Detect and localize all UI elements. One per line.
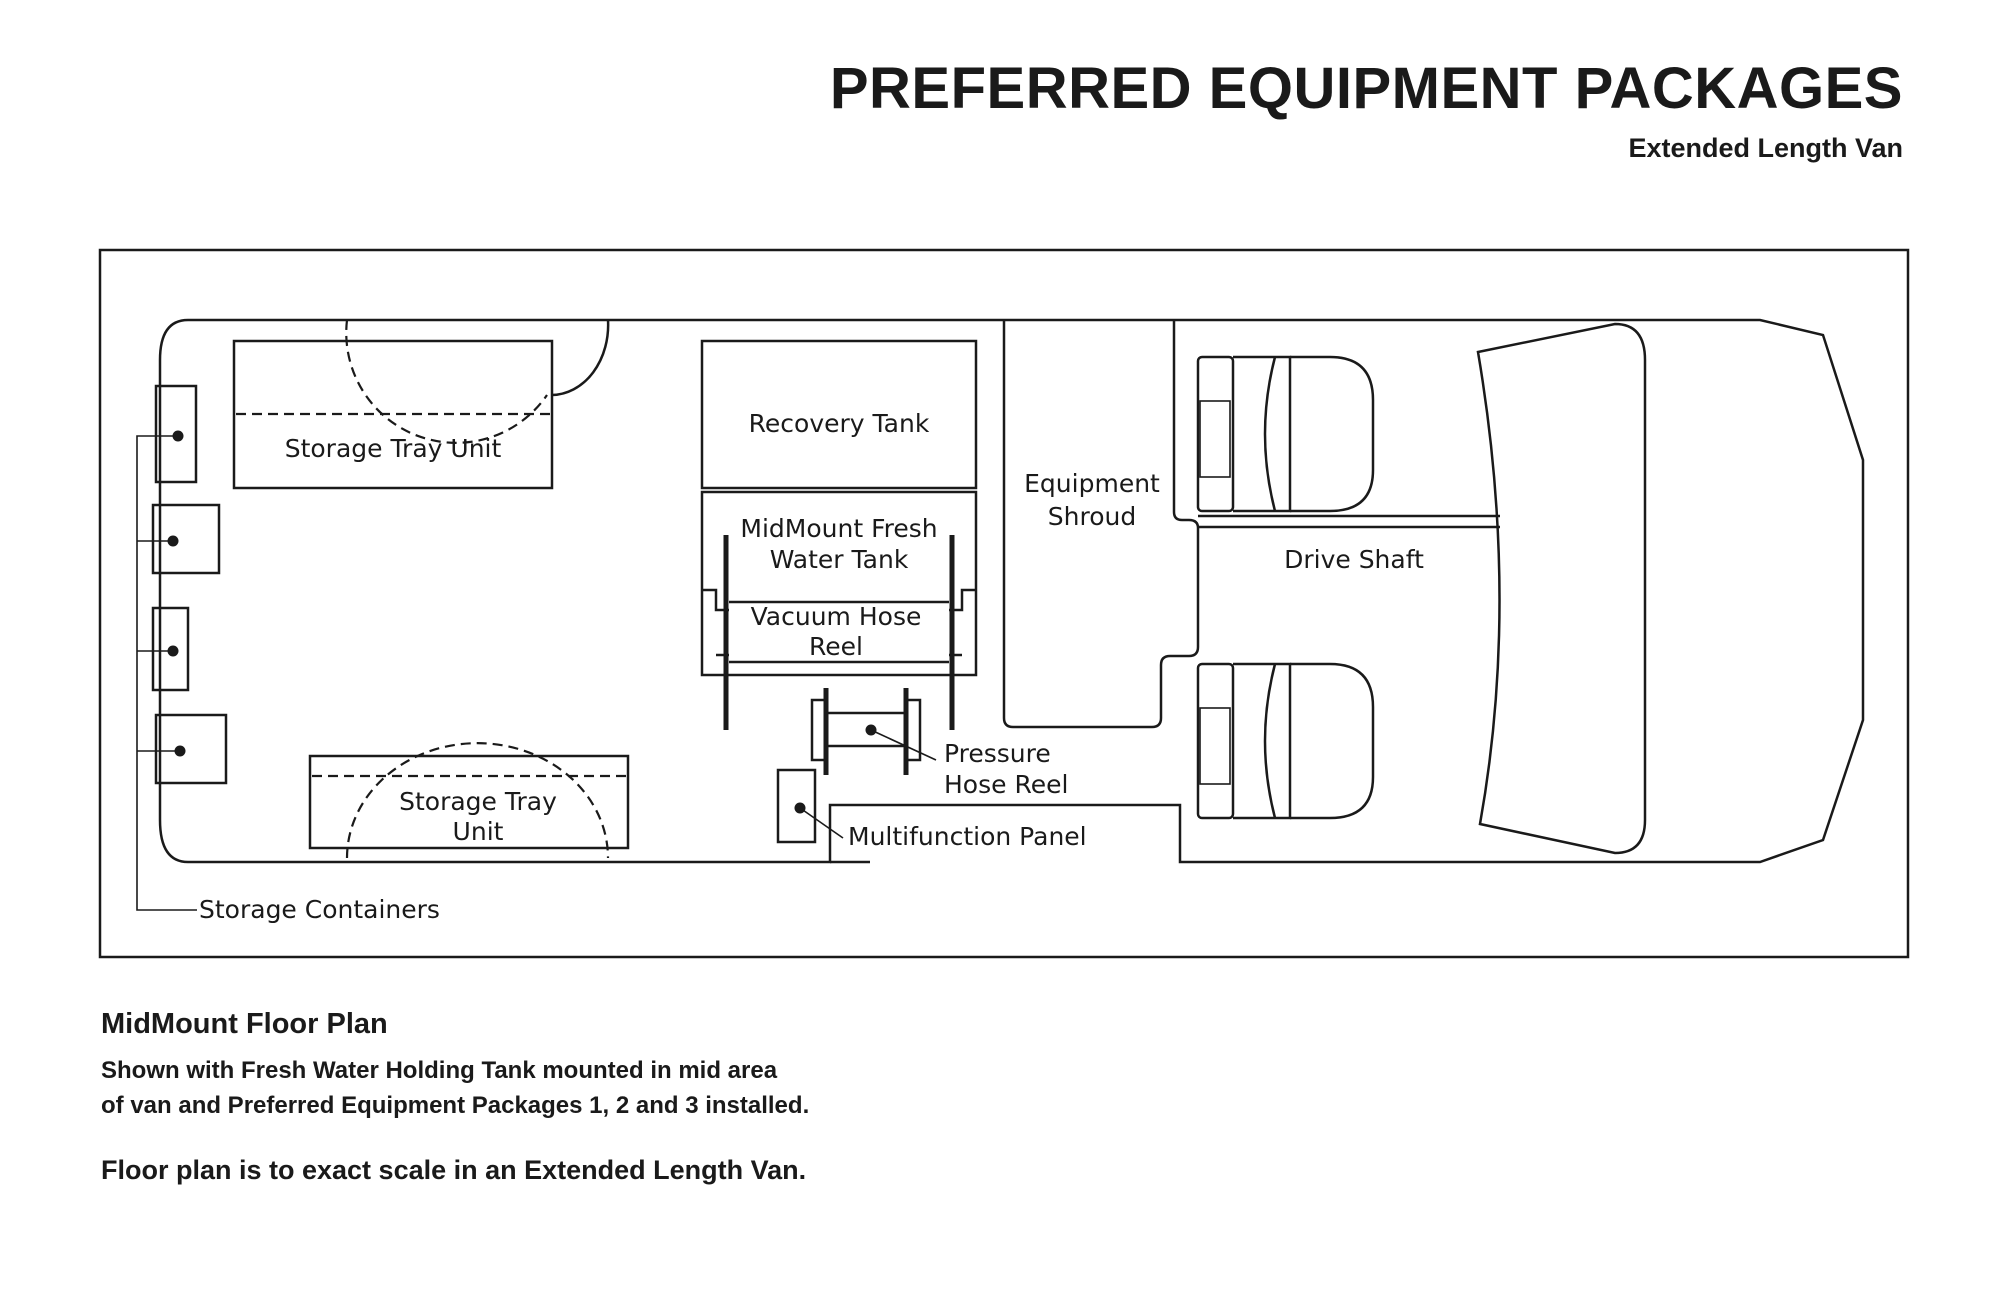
label-pressure-hose-reel: Pressure xyxy=(944,739,1051,768)
label-fresh-water-tank: Water Tank xyxy=(770,545,909,574)
label-vacuum-hose-reel: Vacuum Hose xyxy=(751,602,922,631)
front-seat-top xyxy=(1196,355,1375,513)
storage-container xyxy=(154,713,228,785)
caption-description: Shown with Fresh Water Holding Tank moun… xyxy=(101,1053,809,1123)
page-title: PREFERRED EQUIPMENT PACKAGES xyxy=(829,56,1903,121)
label-equipment-shroud: Equipment xyxy=(1024,469,1160,498)
multifunction-panel xyxy=(776,768,844,844)
equipment-shroud xyxy=(1002,320,1200,729)
label-storage-tray-top: Storage Tray Unit xyxy=(285,434,502,463)
label-multifunction-panel: Multifunction Panel xyxy=(848,822,1087,851)
drive-shaft xyxy=(1198,514,1500,529)
storage-tray-bottom xyxy=(308,742,630,859)
caption-line: Shown with Fresh Water Holding Tank moun… xyxy=(101,1057,778,1084)
label-pressure-hose-reel: Hose Reel xyxy=(944,770,1068,799)
label-drive-shaft: Drive Shaft xyxy=(1284,545,1424,574)
caption-line: of van and Preferred Equipment Packages … xyxy=(101,1092,810,1119)
storage-container xyxy=(151,503,221,575)
diagram-frame xyxy=(98,248,1910,959)
label-storage-containers: Storage Containers xyxy=(199,895,440,924)
label-equipment-shroud: Shroud xyxy=(1048,502,1136,531)
dashboard xyxy=(1476,322,1647,855)
page-subtitle: Extended Length Van xyxy=(1628,133,1903,163)
label-storage-tray-bottom: Unit xyxy=(453,817,504,846)
recovery-tank xyxy=(700,339,978,490)
storage-container xyxy=(151,606,190,692)
storage-containers xyxy=(136,384,228,911)
caption-title: MidMount Floor Plan xyxy=(101,1008,388,1040)
floor-gap-mask xyxy=(835,858,1175,866)
caption-scale-note: Floor plan is to exact scale in an Exten… xyxy=(101,1155,807,1185)
fresh-water-tank xyxy=(700,490,978,730)
pressure-hose-reel xyxy=(810,688,937,775)
containers-leader xyxy=(136,435,197,911)
storage-tray-top xyxy=(232,319,610,490)
label-vacuum-hose-reel: Reel xyxy=(809,632,863,661)
label-storage-tray-bottom: Storage Tray xyxy=(399,787,557,816)
label-recovery-tank: Recovery Tank xyxy=(749,409,930,438)
storage-container xyxy=(154,384,198,484)
label-fresh-water-tank: MidMount Fresh xyxy=(740,514,937,543)
front-seat-bottom xyxy=(1196,662,1375,820)
van-body-outline xyxy=(158,318,1865,864)
